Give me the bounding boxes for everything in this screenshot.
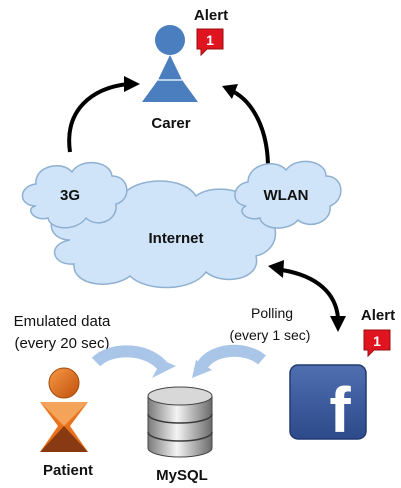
alert-side-badge-icon: 1 [363, 329, 391, 358]
mysql-database-icon [147, 386, 213, 458]
arrow-3g-to-carer [67, 76, 140, 153]
arrow-internet-facebook [268, 260, 346, 332]
arrow-patient-to-mysql [91, 345, 176, 378]
carer-label: Carer [151, 115, 190, 132]
alert-side-count: 1 [373, 333, 381, 349]
internet-label: Internet [148, 230, 203, 247]
alert-top-count: 1 [206, 32, 214, 48]
3g-cloud-icon [21, 162, 128, 229]
arrow-facebook-to-mysql [192, 344, 266, 378]
facebook-letter: f [329, 374, 351, 446]
facebook-icon: f [289, 364, 367, 446]
patient-person-icon [40, 367, 88, 452]
alert-side-label: Alert [361, 307, 395, 324]
patient-label: Patient [43, 462, 93, 479]
emulated-data-label: Emulated data [14, 313, 111, 330]
polling-interval-label: (every 1 sec) [230, 327, 311, 343]
3g-label: 3G [60, 187, 80, 204]
wlan-cloud-icon [234, 160, 342, 229]
carer-person-icon [142, 25, 198, 102]
polling-label: Polling [251, 305, 293, 321]
arrow-wlan-to-carer [222, 84, 270, 169]
wlan-label: WLAN [264, 187, 309, 204]
emulated-interval-label: (every 20 sec) [14, 335, 109, 352]
mysql-label: MySQL [156, 467, 208, 484]
alert-top-badge-icon: 1 [196, 28, 224, 57]
alert-top-label: Alert [194, 7, 228, 24]
